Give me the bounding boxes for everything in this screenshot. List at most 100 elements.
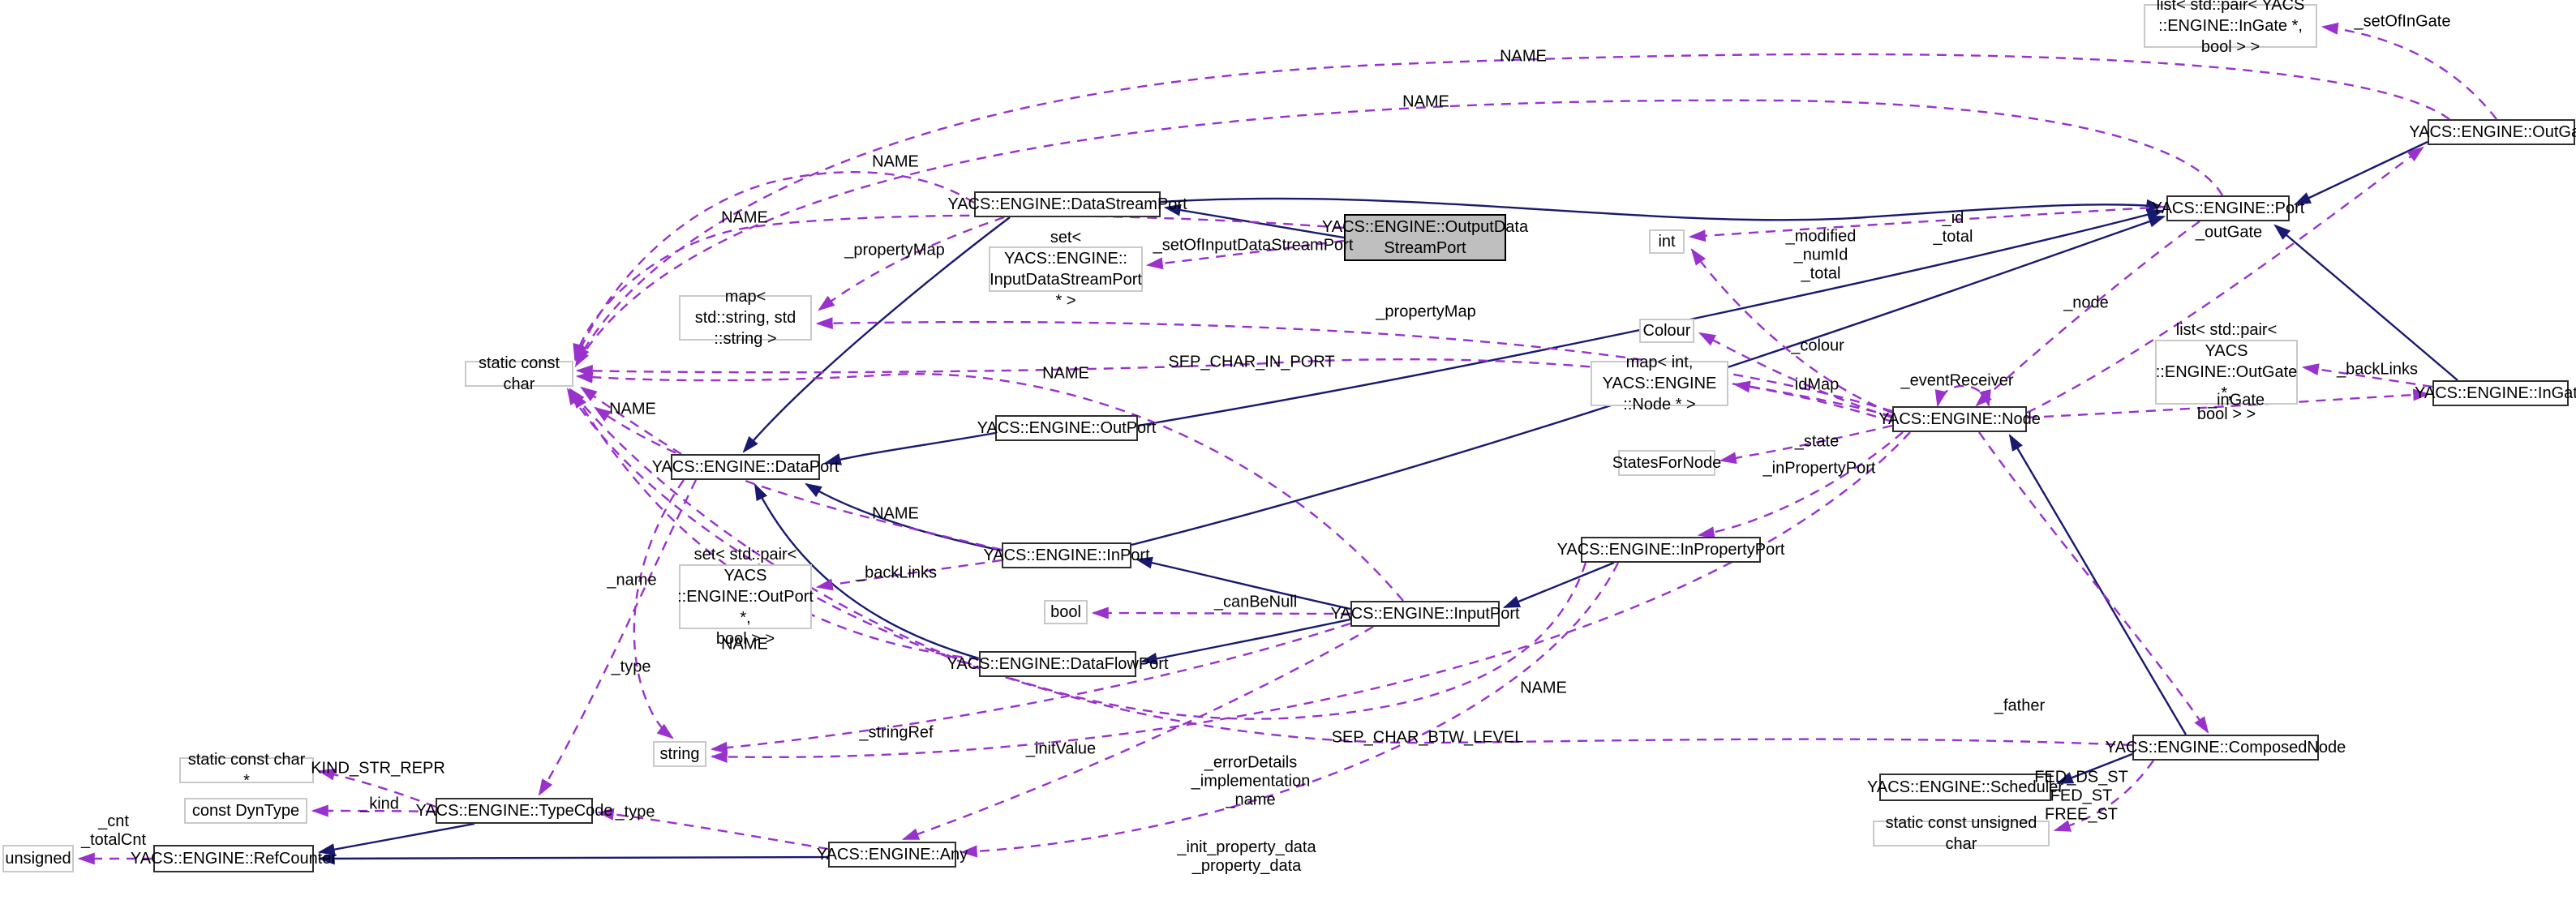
node-inpropertyport[interactable]: YACS::ENGINE::InPropertyPort	[1557, 537, 1784, 563]
edge-label-_propertymap: _propertyMap	[844, 241, 945, 259]
edge-dataflowport-to-dataport	[753, 482, 980, 660]
edge-label-_node: _node	[2063, 294, 2109, 312]
edge-label-name: NAME	[1402, 92, 1449, 111]
edge-label-_init_property_data: _init_property_data _property_data	[1177, 838, 1316, 875]
edge-dataport-to-static-const-char	[580, 386, 682, 456]
edge-label-_setofingate: _setOfInGate	[2354, 12, 2451, 31]
edge-label-_colour: _colour	[1791, 336, 1844, 355]
edge-label-name: NAME	[1500, 47, 1547, 66]
edge-label-_cnt: _cnt _totalCnt	[80, 812, 147, 849]
edge-label-fed_ds_st: FED_DS_ST FED_ST FREE_ST	[2034, 768, 2128, 824]
node-outgate[interactable]: YACS::ENGINE::OutGate	[2409, 119, 2576, 145]
edge-inport-to-dataport	[805, 482, 1002, 552]
edge-inputport-to-bool	[1091, 606, 1351, 619]
edge-label-_propertymap: _propertyMap	[1376, 302, 1476, 321]
edge-datastreamport-to-dataport	[742, 216, 1011, 453]
edge-typecode-to-refcounter	[317, 822, 475, 855]
edge-typecode-to-static-const-char-ptr	[317, 768, 436, 808]
edge-label-_setofinputdatastreamport: _setOfInputDataStreamPort	[1153, 236, 1354, 255]
node-const-dyntype: const DynType	[184, 798, 307, 824]
edge-outport-to-port	[1137, 208, 2165, 427]
edge-inport-to-set-outport-pair	[815, 559, 1002, 591]
edge-node-to-string	[710, 431, 1911, 763]
node-node[interactable]: YACS::ENGINE::Node	[1878, 406, 2041, 432]
edge-label-name: NAME	[872, 152, 919, 171]
edge-label-_kind: _kind	[360, 795, 399, 813]
node-port[interactable]: YACS::ENGINE::Port	[2152, 195, 2304, 221]
edge-outgate-to-static-const-char	[575, 53, 2450, 364]
node-colour: Colour	[1639, 319, 1694, 343]
edge-label-name: NAME	[721, 208, 768, 227]
node-static-const-unsigned-char: static const unsigned char	[1873, 814, 2050, 853]
node-inputport[interactable]: YACS::ENGINE::InputPort	[1330, 601, 1520, 627]
node-dataflowport[interactable]: YACS::ENGINE::DataFlowPort	[947, 651, 1169, 677]
edge-label-_initvalue: _initValue	[1025, 739, 1097, 758]
node-refcounter[interactable]: YACS::ENGINE::RefCounter	[131, 845, 337, 872]
node-bool: bool	[1044, 600, 1088, 624]
edge-label-kind_str_repr: KIND_STR_REPR	[311, 759, 445, 778]
edge-outgate-to-list-ingate-pair	[2321, 22, 2497, 120]
node-composednode[interactable]: YACS::ENGINE::ComposedNode	[2106, 735, 2346, 761]
node-unsigned: unsigned	[2, 845, 74, 872]
node-dataport[interactable]: YACS::ENGINE::DataPort	[652, 454, 839, 480]
node-int: int	[1649, 229, 1685, 254]
edge-node-to-statesfornode	[1719, 424, 1893, 465]
edge-label-_inpropertyport: _inPropertyPort	[1762, 459, 1876, 478]
edge-label-_outgate: _outGate	[2195, 223, 2263, 242]
edge-label-_id: _id _total	[1933, 209, 1973, 246]
edge-node-to-int	[1690, 248, 1893, 414]
node-map-string-string: map< std::string, std ::string >	[679, 288, 812, 348]
edge-node-to-composednode	[1978, 431, 2209, 734]
edge-label-_stringref: _stringRef	[859, 723, 934, 742]
edge-inpropertyport-to-static-const-char	[569, 388, 1587, 720]
node-list-outgate-pair: list< std::pair< YACS ::ENGINE::OutGate …	[2155, 321, 2298, 423]
edge-any-to-refcounter	[317, 852, 829, 865]
node-statesfornode: StatesForNode	[1612, 450, 1721, 476]
edge-port-to-int	[1688, 205, 2167, 242]
edge-label-sep_char_btw_level: SEP_CHAR_BTW_LEVEL	[1331, 728, 1524, 747]
edge-outgate-to-port	[2293, 140, 2428, 206]
edge-label-_name: _name	[607, 571, 657, 589]
edge-label-_type: _type	[615, 803, 655, 821]
node-scheduler[interactable]: YACS::ENGINE::Scheduler	[1867, 774, 2063, 801]
node-typecode[interactable]: YACS::ENGINE::TypeCode	[415, 798, 613, 824]
edge-composednode-to-node	[2008, 434, 2187, 735]
node-static-const-char-ptr: static const char *	[179, 751, 314, 790]
edge-inputport-to-static-const-char	[575, 371, 1404, 602]
edge-node-to-ingate	[2026, 388, 2431, 419]
edge-inputport-to-dataflowport	[1140, 618, 1351, 665]
edge-label-_state: _state	[1794, 432, 1840, 451]
edge-typecode-to-const-dyntype	[311, 804, 436, 817]
edge-inport-to-static-const-char	[594, 406, 1002, 551]
node-static-const-char: static const char	[465, 354, 573, 393]
edge-node-to-static-const-char	[575, 358, 1893, 418]
edge-label-name: NAME	[609, 400, 656, 418]
node-set-outport-pair: set< std::pair< YACS ::ENGINE::OutPort *…	[677, 546, 814, 648]
edge-node-to-colour	[1698, 332, 1893, 419]
edge-outport-to-dataport	[823, 431, 996, 465]
edge-dataport-to-typecode	[538, 479, 698, 796]
edge-label-_backlinks: _backLinks	[855, 564, 938, 582]
node-string: string	[653, 741, 706, 767]
node-ingate[interactable]: YACS::ENGINE::InGate	[2415, 380, 2576, 406]
node-any[interactable]: YACS::ENGINE::Any	[817, 842, 968, 868]
edge-any-to-typecode	[596, 808, 829, 851]
edge-inputport-to-any	[901, 625, 1374, 841]
node-outport[interactable]: YACS::ENGINE::OutPort	[977, 415, 1156, 441]
edge-composednode-to-scheduler	[2055, 752, 2133, 785]
edge-inputport-to-inport	[1135, 556, 1351, 611]
edge-datastreamport-to-static-const-char	[574, 171, 975, 362]
edge-datastreamport-to-port	[1160, 197, 2164, 221]
node-datastreamport[interactable]: YACS::ENGINE::DataStreamPort	[947, 191, 1187, 217]
edge-inport-to-port	[1131, 215, 2166, 546]
edge-inpropertyport-to-inputport	[1502, 561, 1615, 609]
node-outputdatastreamport[interactable]: YACS::ENGINE::OutputData StreamPort	[1322, 214, 1528, 261]
edge-label-sep_char_in_port: SEP_CHAR_IN_PORT	[1168, 353, 1335, 371]
node-inport[interactable]: YACS::ENGINE::InPort	[983, 542, 1150, 568]
edge-label-_father: _father	[1994, 696, 2046, 715]
edge-dataport-to-string	[633, 479, 685, 739]
edge-inpropertyport-to-any	[960, 562, 1620, 858]
edge-inputport-to-string	[710, 622, 1351, 754]
edge-label-_canbenull: _canBeNull	[1213, 593, 1298, 611]
edge-label-name: NAME	[1042, 364, 1089, 383]
